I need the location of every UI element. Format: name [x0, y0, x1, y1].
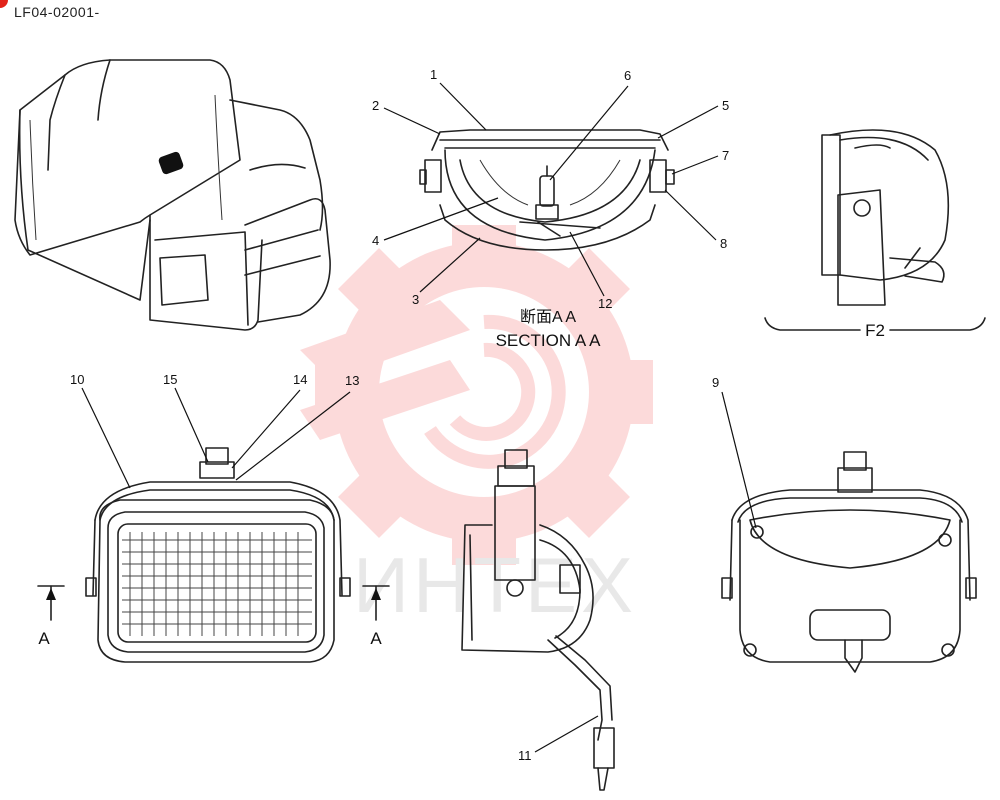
section-aa-view: 1 2 6 5 7 8 4 3 12 断面A A SECTION A A — [372, 67, 729, 350]
watermark-text: ИНТЕХ — [353, 541, 637, 629]
front-view: 10 15 14 13 A A — [37, 372, 390, 663]
side-view-with-cable: 11 — [461, 449, 615, 791]
callout-7: 7 — [722, 148, 729, 163]
watermark-gear-icon — [315, 225, 653, 565]
callout-15: 15 — [163, 372, 177, 387]
callout-1: 1 — [430, 67, 437, 82]
callout-13: 13 — [345, 373, 359, 388]
callout-5: 5 — [722, 98, 729, 113]
callout-14: 14 — [293, 372, 307, 387]
iso-switch-knob — [158, 151, 184, 175]
callout-11: 11 — [518, 748, 532, 763]
callout-12: 12 — [598, 296, 612, 311]
rear-view: 9 — [712, 375, 977, 673]
side-view-f2: F2 — [764, 129, 986, 340]
callout-2: 2 — [372, 98, 379, 113]
lens-grid — [122, 532, 312, 636]
side-view-label: F2 — [865, 321, 885, 340]
callout-9: 9 — [712, 375, 719, 390]
callout-8: 8 — [720, 236, 727, 251]
section-marker-right: A — [370, 629, 382, 648]
watermark: ИНТЕХ — [300, 225, 653, 629]
part-code: LF04-02001- — [14, 4, 100, 20]
callout-3: 3 — [412, 292, 419, 307]
callout-4: 4 — [372, 233, 379, 248]
isometric-lamp-view — [14, 59, 331, 331]
section-title-jp: 断面A A — [520, 308, 576, 326]
red-corner-marker — [0, 0, 8, 8]
callout-10: 10 — [70, 372, 84, 387]
section-title-en: SECTION A A — [496, 331, 602, 350]
callout-6: 6 — [624, 68, 631, 83]
section-marker-left: A — [38, 629, 50, 648]
